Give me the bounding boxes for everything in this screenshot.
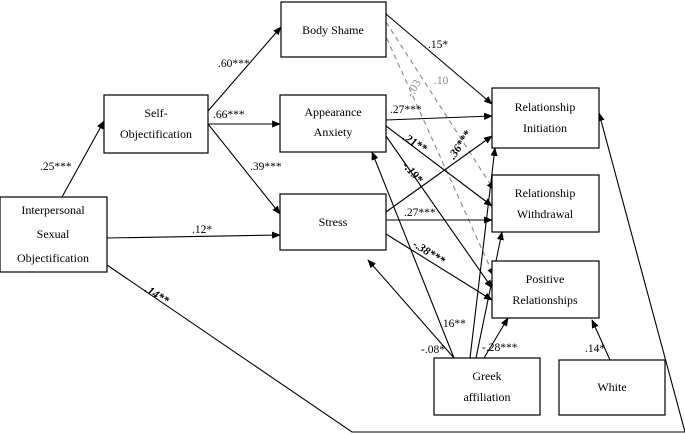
edge-appearance-initiation (385, 112, 493, 121)
node-label: Body Shame (302, 23, 364, 37)
node-label: Relationships (512, 293, 578, 307)
node-relationship-initiation: Relationship Initiation (491, 87, 600, 149)
coef-appearance-initiation: .27*** (390, 104, 422, 116)
edge-iso-stress (106, 231, 281, 239)
coef-iso-initiation: .14** (142, 283, 171, 307)
coef-bodyshame-positive: .10 (434, 75, 449, 87)
node-relationship-withdrawal: Relationship Withdrawal (491, 174, 600, 233)
node-self-objectification: Self- Objectification (103, 94, 209, 154)
coef-greek-appearance: .16** (440, 318, 466, 330)
edge-stress-positive (385, 233, 493, 301)
node-label: affiliation (463, 390, 510, 404)
edge-greek-positive (483, 317, 509, 359)
coef-selfobj-bodyshame: .60*** (218, 58, 250, 70)
edge-greek-initiation (469, 147, 498, 359)
edge-selfobj-bodyshame (207, 26, 282, 112)
node-greek-affiliation: Greek affiliation (433, 357, 541, 416)
node-label: Greek (472, 369, 501, 383)
node-label: Sexual (37, 227, 70, 241)
node-label: Positive (526, 272, 565, 286)
node-label: Interpersonal (21, 203, 85, 217)
coef-white-positive: .14* (585, 343, 605, 355)
node-label: Stress (319, 215, 348, 229)
coef-iso-selfobj: .25*** (40, 161, 72, 173)
node-appearance-anxiety: Appearance Anxiety (279, 94, 387, 153)
edge-greek-stress (367, 259, 455, 359)
node-label: Relationship (515, 186, 576, 200)
edge-iso-initiation (106, 112, 685, 433)
coef-selfobj-stress: .39*** (250, 161, 282, 173)
coef-appearance-withdrawal: .21** (400, 131, 429, 155)
edge-bodyshame-positive (382, 29, 495, 277)
node-positive-relationships: Positive Relationships (491, 260, 600, 319)
node-body-shame: Body Shame (280, 1, 387, 58)
node-label: White (597, 380, 626, 394)
node-label: Withdrawal (517, 207, 574, 221)
edge-appearance-withdrawal (385, 125, 493, 207)
node-label: Objectification (17, 251, 89, 265)
node-label: Objectification (120, 127, 192, 141)
node-label: Initiation (523, 121, 567, 135)
node-label: Relationship (515, 100, 576, 114)
edge-white-positive (591, 319, 611, 361)
coef-greek-stress: -.08* (421, 344, 445, 356)
coef-greek-withdrawal: -.28*** (482, 342, 518, 354)
coef-bodyshame-initiation: .15* (428, 39, 448, 51)
edge-selfobj-stress (207, 123, 281, 215)
node-label: Self- (144, 106, 167, 120)
coef-stress-initiation: .36*** (447, 129, 475, 162)
coef-bodyshame-withdrawal: -.03 (404, 78, 424, 100)
node-label: Appearance (304, 105, 361, 119)
edge-stress-initiation (385, 135, 493, 213)
edge-greek-withdrawal (475, 231, 504, 359)
node-white: White (558, 359, 666, 416)
coef-iso-stress: .12* (192, 224, 212, 236)
edge-iso-selfobj (61, 120, 105, 198)
coef-stress-withdrawal: .27*** (404, 207, 436, 219)
coef-appearance-positive: -.19* (400, 160, 425, 186)
edge-greek-appearance (371, 151, 455, 359)
edge-bodyshame-withdrawal (385, 21, 495, 191)
edge-bodyshame-initiation (385, 13, 493, 105)
coef-selfobj-appearance: .66*** (213, 109, 245, 121)
node-interpersonal-sexual-objectification: Interpersonal Sexual Objectification (0, 196, 108, 273)
node-label: Anxiety (314, 125, 353, 139)
node-stress: Stress (279, 193, 387, 251)
edge-appearance-positive (385, 135, 493, 289)
